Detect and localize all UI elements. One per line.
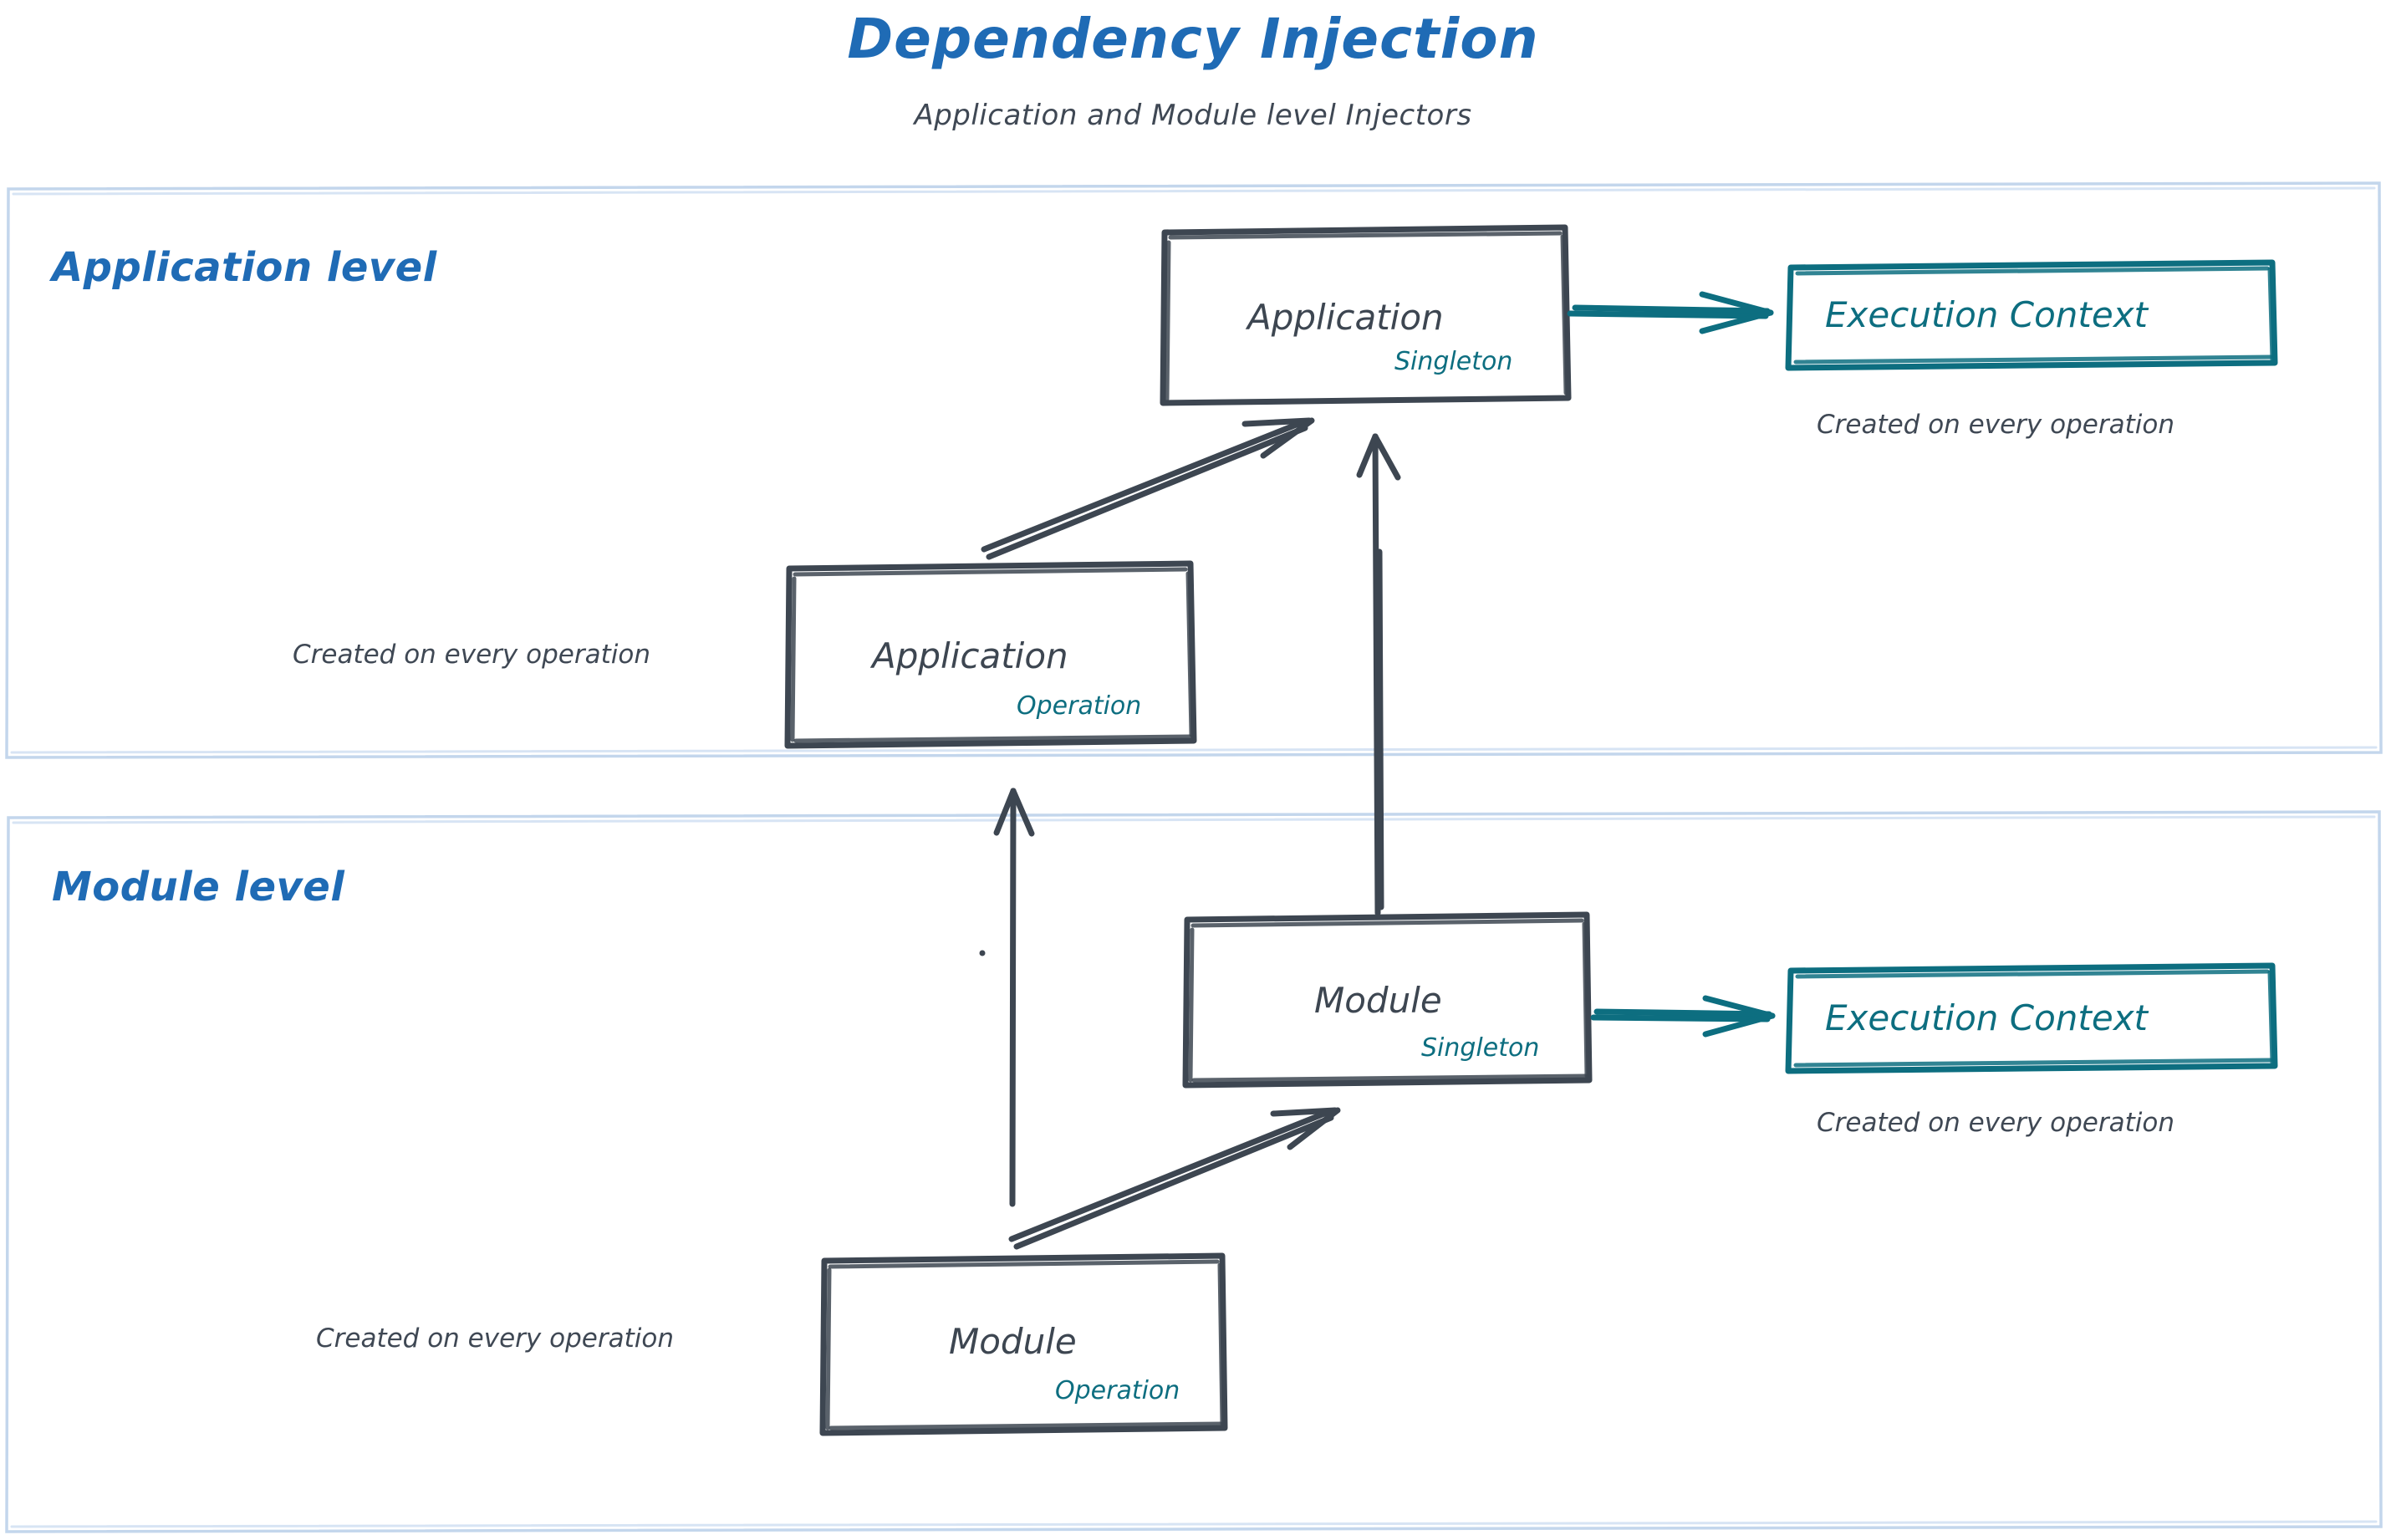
arrow-app-operation-to-app-singleton <box>979 417 1315 956</box>
node-label-module-singleton: Module <box>1314 980 1442 1021</box>
arrow-module-singleton-to-execution-context <box>1590 995 1776 1038</box>
caption-module-execution-context: Created on every operation <box>1817 1108 2174 1138</box>
arrow-module-operation-upward <box>993 788 1035 1207</box>
node-label-module-execution-context: Execution Context <box>1825 997 2149 1038</box>
node-label-application-singleton: Application <box>1247 297 1444 338</box>
section-frame-module-level <box>5 810 2383 1533</box>
caption-application-operation: Created on every operation <box>293 640 650 670</box>
arrow-module-operation-to-module-singleton <box>1008 1107 1341 1250</box>
node-scope-module-singleton: Singleton <box>1421 1033 1540 1063</box>
page-title: Dependency Injection <box>847 7 1539 71</box>
arrow-app-singleton-to-execution-context <box>1567 291 1774 334</box>
node-scope-application-singleton: Singleton <box>1394 347 1513 376</box>
caption-application-execution-context: Created on every operation <box>1817 410 2174 440</box>
section-heading-module-level: Module level <box>52 864 345 910</box>
arrow-module-singleton-to-app-singleton <box>1356 433 1401 916</box>
node-scope-application-operation: Operation <box>1017 691 1142 721</box>
node-label-application-operation: Application <box>872 635 1068 676</box>
node-label-application-execution-context: Execution Context <box>1825 294 2149 335</box>
node-label-module-operation: Module <box>949 1321 1077 1362</box>
node-scope-module-operation: Operation <box>1055 1376 1180 1405</box>
section-heading-application-level: Application level <box>52 244 437 291</box>
page-subtitle: Application and Module level Injectors <box>914 99 1472 132</box>
caption-module-operation: Created on every operation <box>316 1323 674 1354</box>
